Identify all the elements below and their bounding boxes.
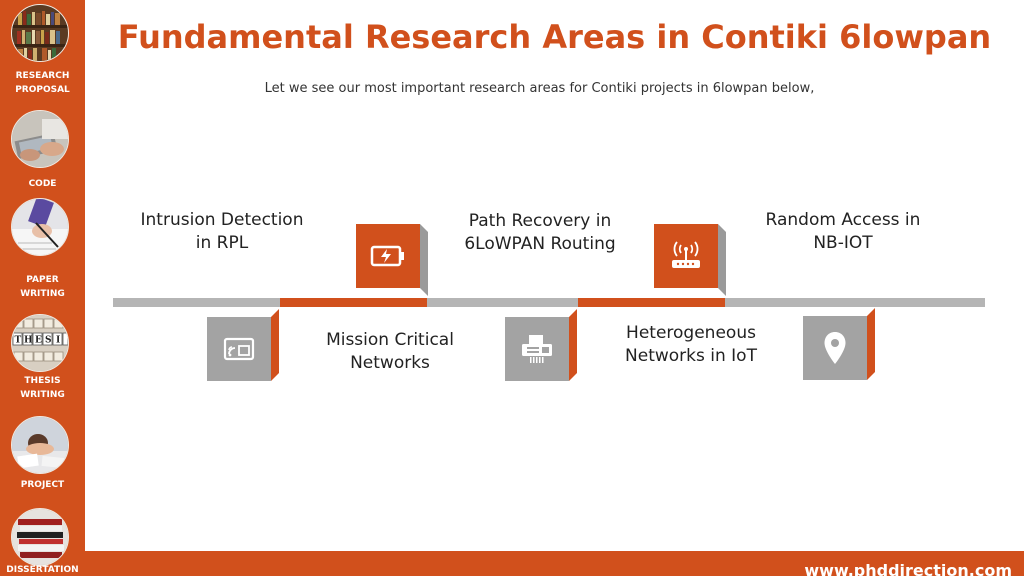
book-stack-thumbnail[interactable] (11, 508, 69, 566)
bookshelf-thumbnail[interactable] (11, 4, 69, 62)
svg-text:T: T (15, 336, 22, 346)
footer-bar: www.phddirection.com (85, 551, 1024, 580)
fax-box (505, 309, 577, 381)
svg-text:H: H (24, 336, 33, 346)
student-desk-icon (12, 417, 68, 473)
pen-writing-icon (12, 199, 68, 255)
router-box (654, 224, 726, 296)
student-desk-thumbnail[interactable] (11, 416, 69, 474)
sidebar-item-dissertation[interactable]: DISSERTATION (6, 565, 79, 575)
page-title: Fundamental Research Areas in Contiki 6l… (117, 18, 992, 56)
svg-text:S: S (45, 336, 52, 346)
timeline-segment-2 (578, 298, 725, 307)
label-mission-critical: Mission Critical Networks (326, 330, 454, 373)
sidebar: RESEARCH PROPOSAL CODE PAPER WRITING (0, 0, 85, 576)
fax-printer-icon (505, 317, 569, 381)
bookshelf-icon (12, 5, 68, 61)
sidebar-item-paper-writing[interactable]: PAPER WRITING (20, 275, 65, 299)
label-random-access: Random Access in NB-IOT (765, 210, 921, 253)
battery-box (356, 224, 428, 296)
wireless-screen-box (207, 309, 279, 381)
label-intrusion-detection: Intrusion Detection in RPL (140, 210, 304, 253)
pen-writing-thumbnail[interactable] (11, 198, 69, 256)
location-pin-icon (803, 316, 867, 380)
sidebar-item-project[interactable]: PROJECT (20, 480, 65, 490)
page-subtitle: Let we see our most important research a… (264, 81, 815, 96)
laptop-hands-thumbnail[interactable] (11, 110, 69, 168)
sidebar-item-thesis-writing[interactable]: THESIS WRITING (20, 376, 65, 400)
svg-text:E: E (35, 336, 42, 346)
wireless-screen-icon (207, 317, 271, 381)
timeline-segment-1 (280, 298, 427, 307)
fax-box-shape (505, 309, 577, 381)
sidebar-item-code[interactable]: CODE (28, 179, 57, 189)
svg-text:I: I (56, 336, 60, 346)
book-stack-icon (12, 509, 68, 565)
wifi-router-icon (654, 224, 718, 288)
label-path-recovery: Path Recovery in 6LoWPAN Routing (464, 211, 616, 254)
footer-url-link[interactable]: www.phddirection.com (804, 561, 1012, 580)
laptop-hands-icon (12, 111, 68, 167)
label-heterogeneous: Heterogeneous Networks in IoT (625, 323, 757, 366)
battery-charging-icon (356, 224, 420, 288)
location-box (803, 308, 875, 380)
sidebar-item-research-proposal[interactable]: RESEARCH PROPOSAL (15, 71, 70, 95)
timeline-bar (113, 298, 985, 307)
